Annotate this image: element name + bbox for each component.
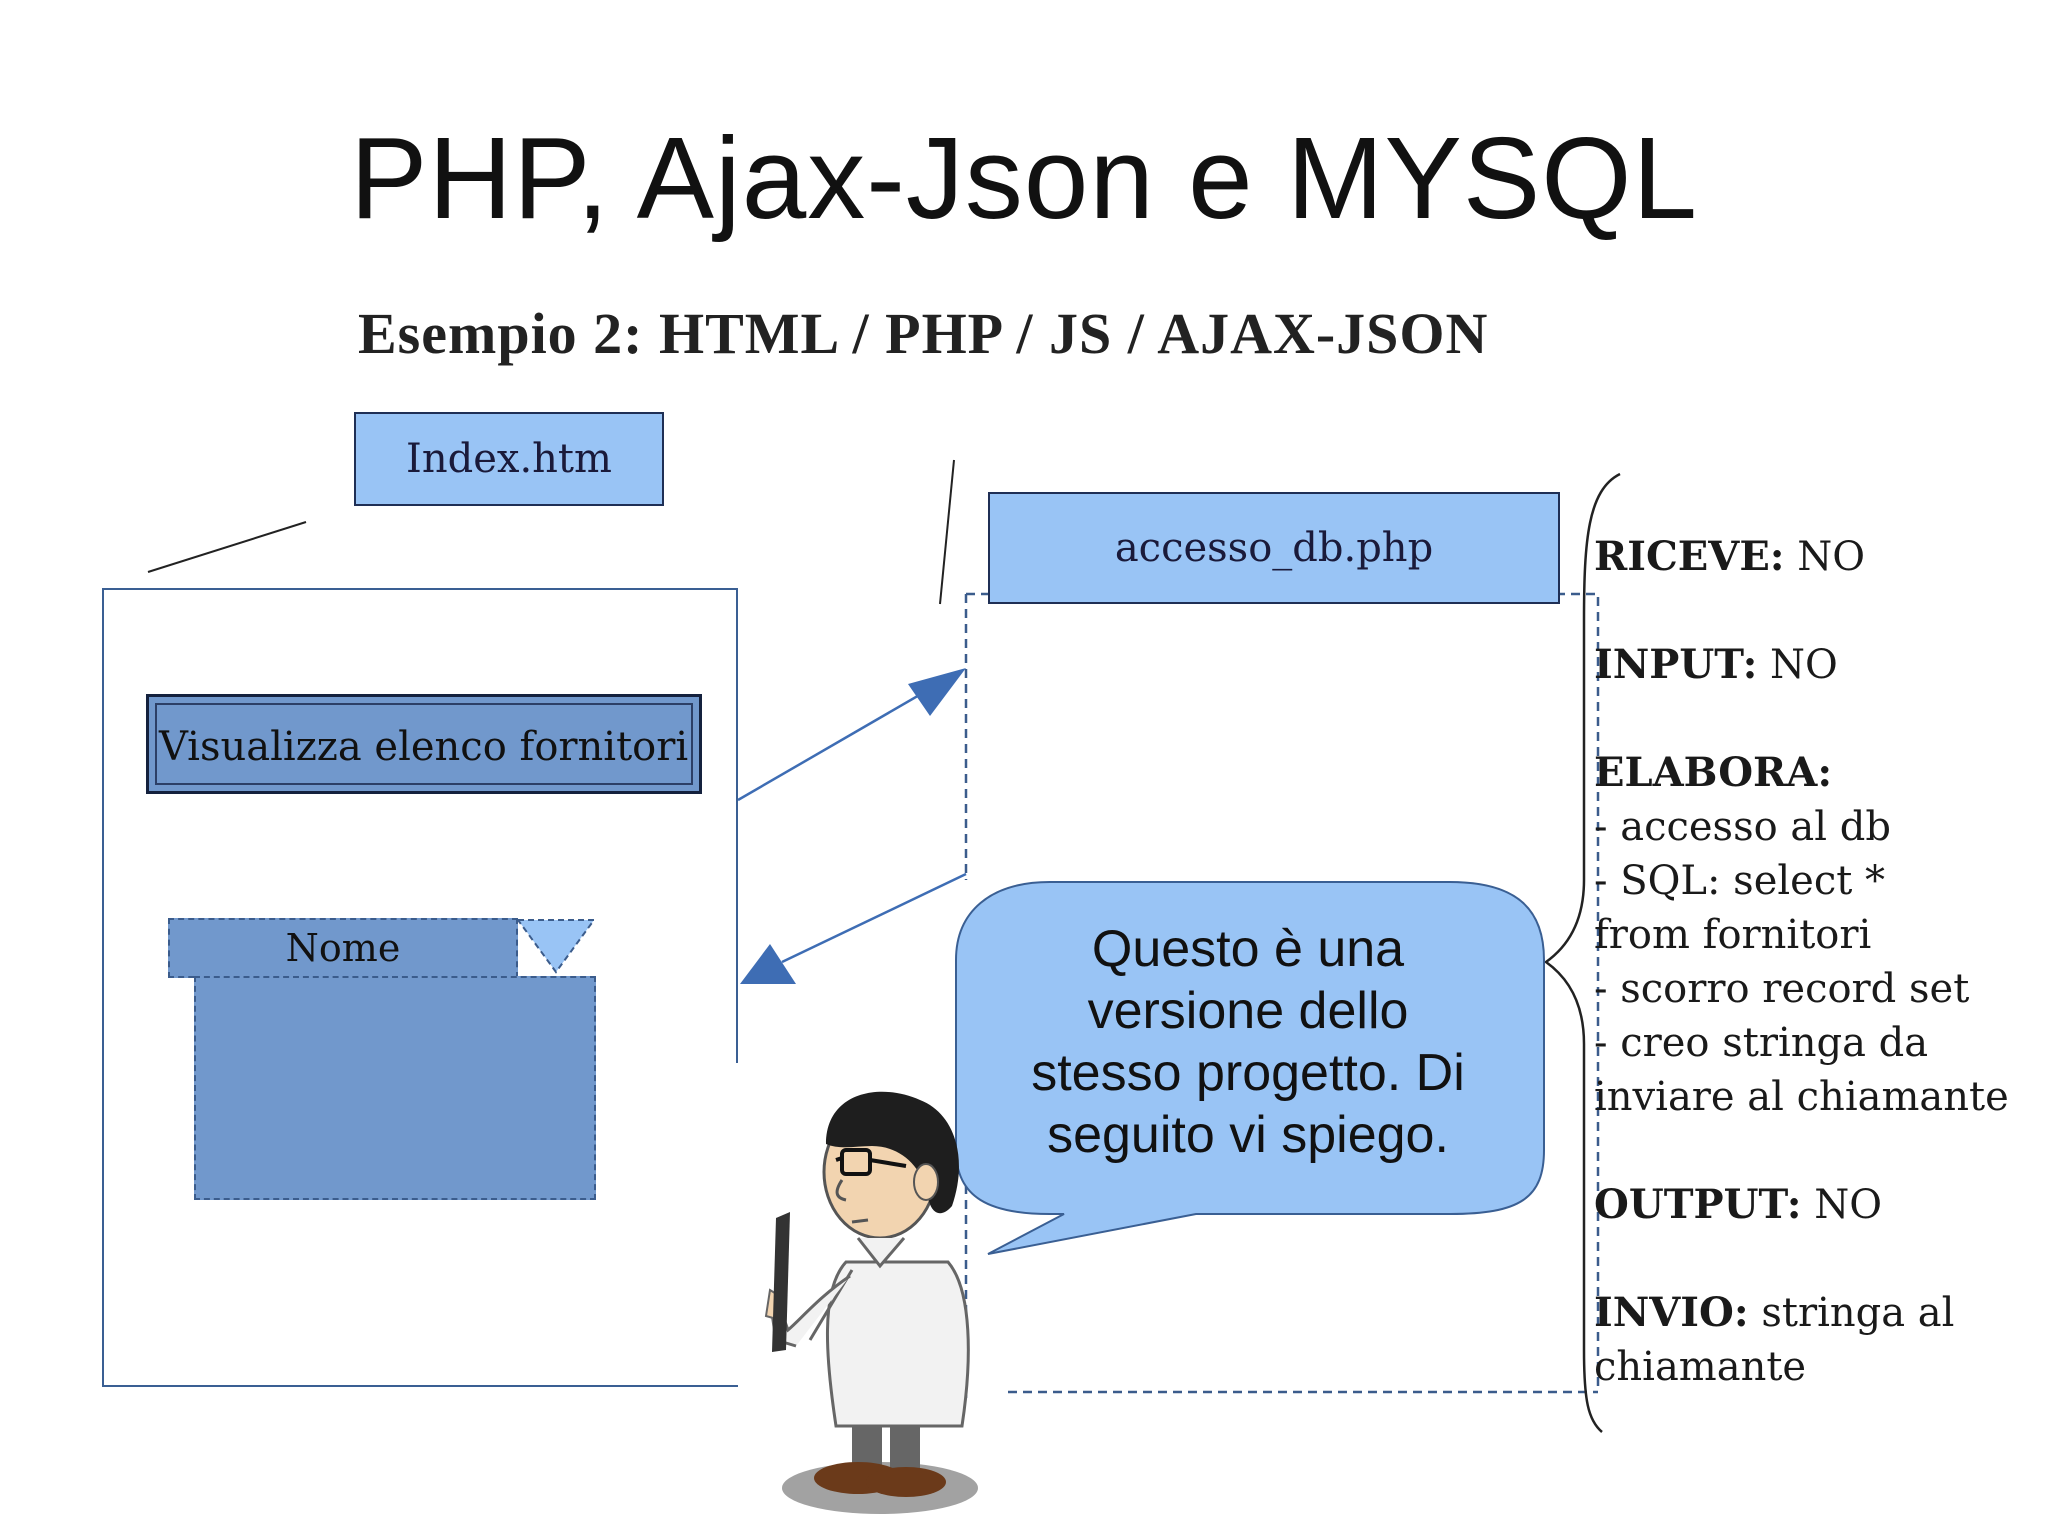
index-file-box: Index.htm bbox=[354, 412, 664, 506]
professor-illustration bbox=[764, 1091, 978, 1514]
bubble-line: Questo è una bbox=[1091, 920, 1405, 978]
bubble-line: stesso progetto. Di bbox=[1031, 1044, 1465, 1102]
server-callout-line bbox=[939, 459, 955, 605]
note-input: INPUT: NO bbox=[1594, 641, 1838, 688]
response-arrow-head bbox=[740, 944, 796, 984]
note-invio: INVIO: stringa al bbox=[1594, 1289, 1955, 1336]
dropdown-triangle bbox=[516, 919, 596, 974]
visualizza-fornitori-button[interactable]: Visualizza elenco fornitori bbox=[146, 694, 702, 794]
note-elabora-line: inviare al chiamante bbox=[1594, 1074, 2009, 1120]
note-output: OUTPUT: NO bbox=[1594, 1181, 1883, 1228]
client-page-frame bbox=[102, 588, 738, 1387]
note-invio-line: chiamante bbox=[1594, 1344, 1807, 1390]
request-arrow-line bbox=[737, 688, 929, 802]
server-notes: RICEVE: NO INPUT: NO ELABORA: - accesso … bbox=[1594, 530, 2034, 1394]
server-file-box: accesso_db.php bbox=[988, 492, 1560, 604]
slide-subtitle: Esempio 2: HTML / PHP / JS / AJAX-JSON bbox=[358, 301, 1489, 366]
bubble-line: versione dello bbox=[1087, 982, 1409, 1040]
client-page-frame-right bbox=[736, 588, 738, 1063]
note-elabora-line: - creo stringa da bbox=[1594, 1020, 1929, 1066]
note-elabora-line: from fornitori bbox=[1594, 912, 1872, 958]
note-riceve: RICEVE: NO bbox=[1594, 533, 1866, 580]
speech-bubble-text: Questo è una versione dello stesso proge… bbox=[968, 918, 1528, 1166]
note-elabora: ELABORA: bbox=[1594, 749, 1833, 796]
speech-bubble bbox=[955, 881, 1545, 1255]
nome-combo-label[interactable]: Nome bbox=[168, 918, 518, 978]
note-elabora-line: - SQL: select * bbox=[1594, 858, 1886, 904]
slide-title: PHP, Ajax-Json e MYSQL bbox=[349, 113, 1698, 243]
response-arrow-line bbox=[781, 872, 967, 964]
note-elabora-line: - accesso al db bbox=[1594, 804, 1891, 850]
bubble-line: seguito vi spiego. bbox=[1047, 1106, 1449, 1164]
curly-brace bbox=[1543, 472, 1621, 1433]
nome-combo-list[interactable] bbox=[194, 976, 596, 1200]
note-elabora-line: - scorro record set bbox=[1594, 966, 1970, 1012]
request-arrow-head bbox=[908, 668, 966, 716]
index-callout-line bbox=[147, 521, 307, 573]
